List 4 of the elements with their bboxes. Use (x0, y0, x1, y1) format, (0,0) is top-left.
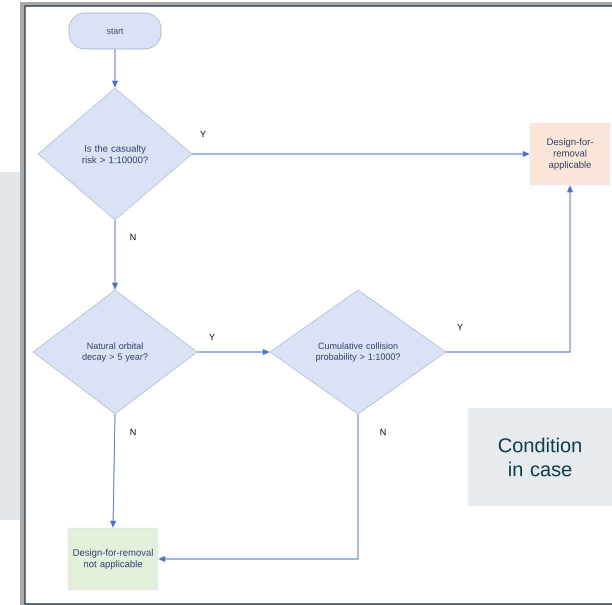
process-box: Design-for-removal applicable (530, 122, 610, 186)
process-box: Design-for-removal not applicable (68, 528, 158, 590)
start-terminal: start (68, 12, 162, 50)
note-box: Condition in case (468, 408, 612, 506)
